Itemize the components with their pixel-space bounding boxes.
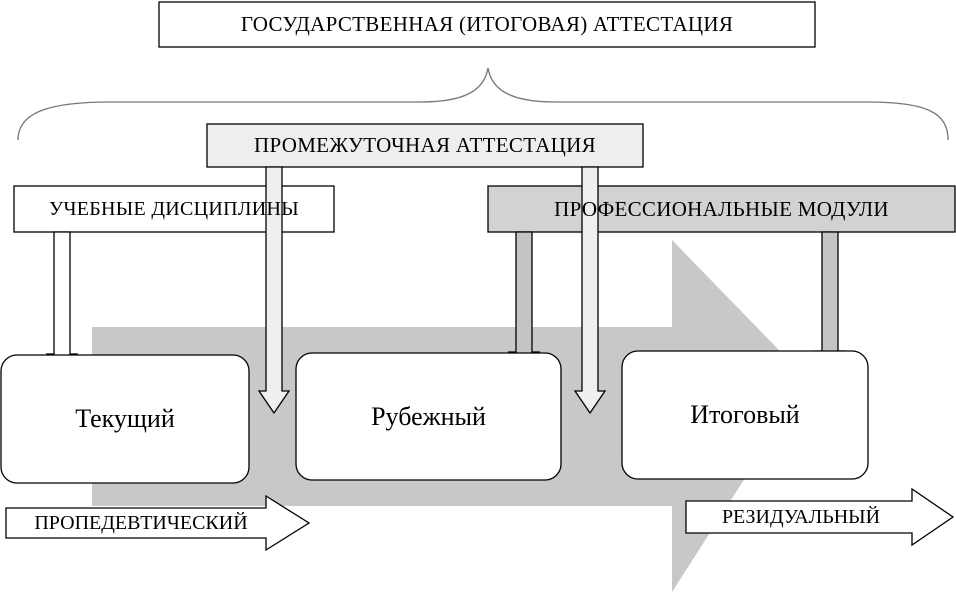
arrow-intermediate-to-current	[257, 166, 291, 415]
modules-label: ПРОФЕССИОНАЛЬНЫЕ МОДУЛИ	[554, 196, 889, 221]
arrow-intermediate-to-milestone	[573, 166, 607, 415]
curly-brace	[17, 67, 949, 141]
arrow-disciplines-to-current	[45, 231, 79, 375]
phase-start-arrow	[5, 494, 311, 552]
stage-current-box	[0, 354, 250, 484]
stage-milestone-box	[295, 352, 562, 481]
disciplines-label: УЧЕБНЫЕ ДИСЦИПЛИНЫ	[48, 197, 299, 220]
page-title: ГОСУДАРСТВЕННАЯ (ИТОГОВАЯ) АТТЕСТАЦИЯ	[240, 12, 734, 36]
intermediate-label: ПРОМЕЖУТОЧНАЯ АТТЕСТАЦИЯ	[254, 133, 596, 157]
phase-end-label: РЕЗИДУАЛЬНЫЙ	[721, 505, 881, 528]
intermediate-box	[206, 123, 644, 168]
title-box	[158, 1, 816, 48]
phase-end-arrow	[685, 487, 955, 547]
stage-milestone-label: Рубежный	[371, 401, 486, 431]
modules-box	[487, 185, 956, 233]
stage-current-label: Текущий	[75, 404, 175, 433]
stage-final-box	[621, 350, 869, 480]
stage-final-label: Итоговый	[690, 400, 800, 429]
phase-start-label: ПРОПЕДЕВТИЧЕСКИЙ	[34, 511, 248, 534]
